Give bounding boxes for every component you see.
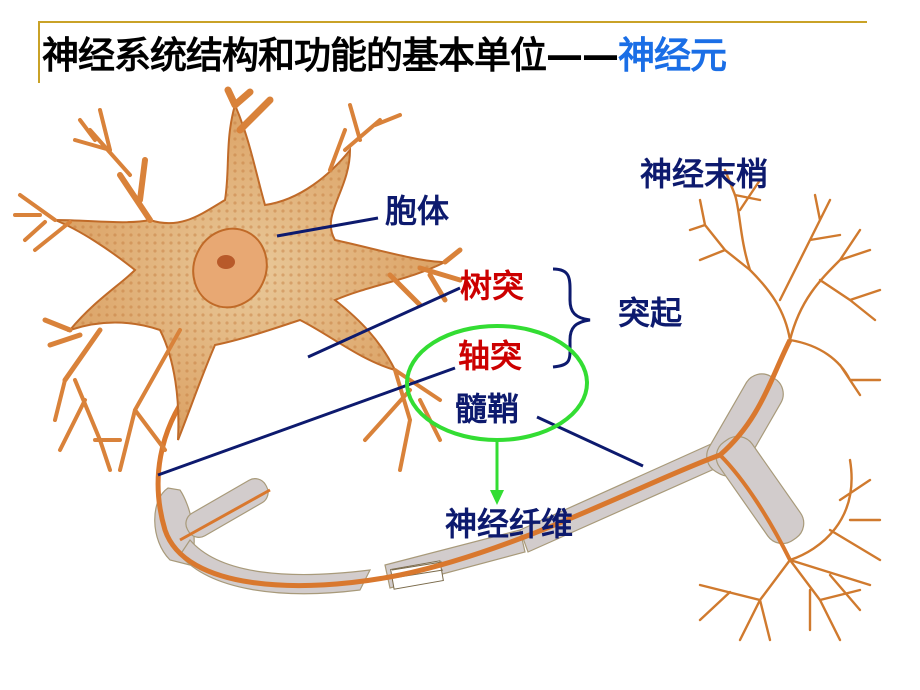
- label-nerve-fiber: 神经纤维: [445, 505, 574, 543]
- pointer-cell-body: [276, 216, 379, 238]
- axon-core: [155, 338, 793, 589]
- pointer-myelin: [536, 415, 644, 468]
- nerve-ending-upper: [688, 168, 882, 397]
- arrow-head-icon: [490, 490, 504, 505]
- title-accent-text: 神经元: [618, 34, 727, 77]
- title-frame: [38, 21, 867, 83]
- nerve-ending-lower: [698, 458, 882, 642]
- dendrites-graphic: [13, 86, 463, 472]
- brace: [552, 267, 591, 369]
- nucleolus: [217, 255, 235, 269]
- pointer-dendrite: [307, 286, 461, 359]
- label-processes: 突起: [618, 294, 683, 332]
- label-myelin-sheath: 髓鞘: [455, 390, 520, 428]
- label-cell-body: 胞体: [385, 192, 450, 230]
- label-nerve-ending: 神经末梢: [640, 155, 769, 193]
- slide-title: 神经系统结构和功能的基本单位——神经元: [42, 30, 727, 82]
- label-dendrite: 树突: [460, 267, 525, 305]
- label-axon: 轴突: [458, 337, 523, 375]
- title-main-text: 神经系统结构和功能的基本单位——: [42, 34, 619, 77]
